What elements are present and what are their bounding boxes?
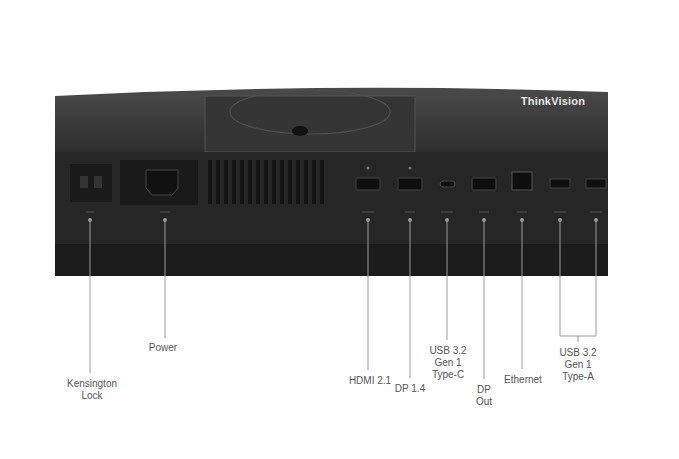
usba-port bbox=[586, 179, 606, 188]
hdmi-port bbox=[356, 178, 380, 190]
housing-bottom bbox=[55, 244, 608, 276]
usbc-port bbox=[440, 181, 455, 187]
port-marks bbox=[86, 212, 602, 213]
housing-top bbox=[55, 88, 608, 152]
mount-ring bbox=[230, 90, 390, 134]
usba-port bbox=[550, 179, 570, 188]
leader-dots bbox=[88, 218, 598, 222]
callout-label: Kensington Lock bbox=[57, 378, 127, 402]
power-socket bbox=[146, 170, 178, 195]
callout-label: USB 3.2 Gen 1 Type-C bbox=[427, 345, 469, 381]
callout-label: DP 1.4 bbox=[385, 383, 435, 395]
lock-slot bbox=[80, 176, 88, 188]
callout-label: Ethernet bbox=[493, 374, 553, 386]
mount-button bbox=[292, 126, 308, 136]
port-dot bbox=[367, 167, 370, 170]
leader-lines bbox=[90, 220, 596, 379]
dp-out-port bbox=[472, 178, 496, 190]
callout-label: DP Out bbox=[471, 384, 497, 408]
callout-label: USB 3.2 Gen 1 Type-A bbox=[557, 347, 599, 383]
ethernet-port bbox=[512, 172, 532, 190]
port-dot bbox=[409, 167, 412, 170]
callout-label: HDMI 2.1 bbox=[340, 375, 400, 387]
port-panel bbox=[55, 152, 608, 244]
callout-label: Power bbox=[133, 342, 193, 354]
dp-port bbox=[398, 178, 422, 190]
power-recess bbox=[120, 160, 198, 205]
vent-grille bbox=[208, 160, 324, 204]
lock-recess bbox=[70, 164, 112, 202]
lock-slot bbox=[94, 176, 102, 188]
brand-logo: ThinkVision bbox=[503, 95, 603, 107]
stand-mount bbox=[205, 96, 415, 152]
